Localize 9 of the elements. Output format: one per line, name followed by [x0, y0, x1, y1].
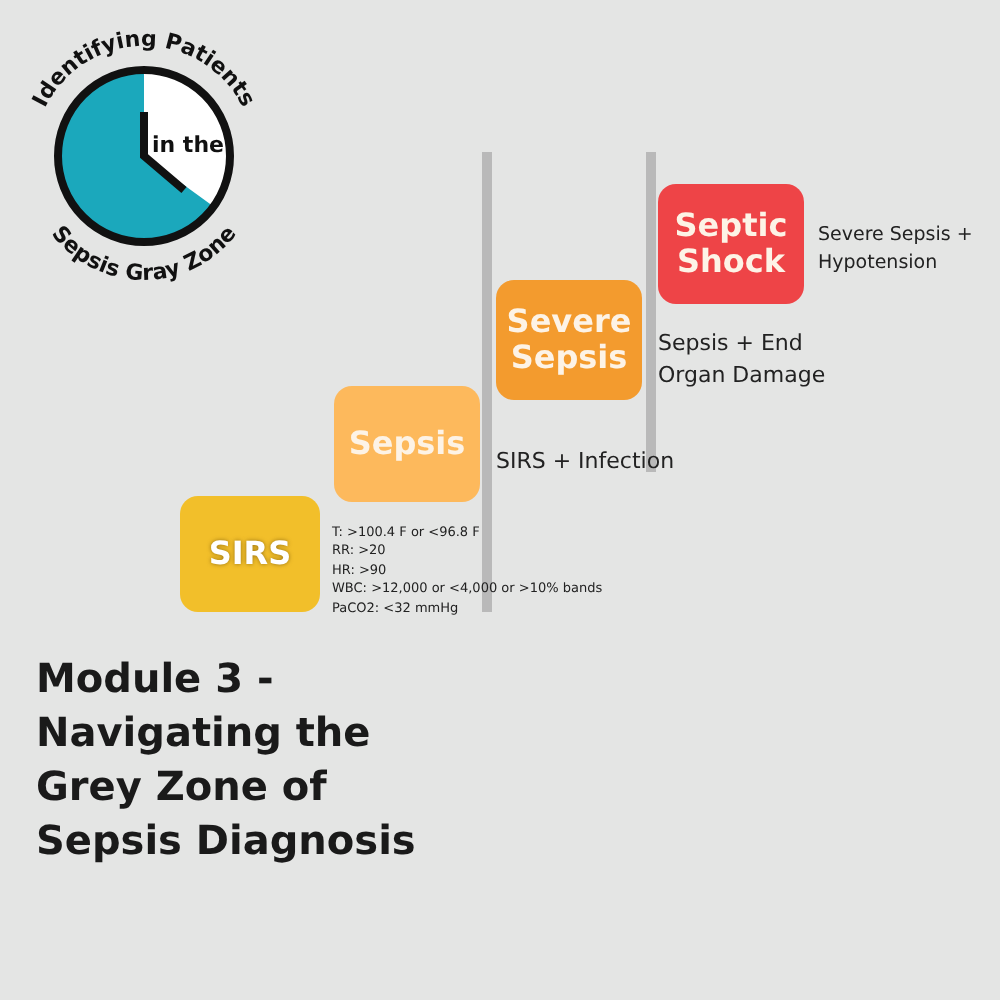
stage-box: Severe Sepsis — [496, 280, 642, 400]
stage-description: Sepsis + End Organ Damage — [658, 328, 828, 392]
stage-box: Septic Shock — [658, 184, 804, 304]
stage-description: Severe Sepsis + Hypotension — [818, 222, 975, 278]
stage-box: SIRS — [180, 496, 320, 612]
stage-box: Sepsis — [334, 386, 480, 502]
stage-description: SIRS + Infection — [496, 446, 677, 478]
title: Module 3 - Navigating the Grey Zone of Sepsis Diagnosis — [36, 652, 418, 868]
icon-caption: in the — [152, 132, 224, 158]
